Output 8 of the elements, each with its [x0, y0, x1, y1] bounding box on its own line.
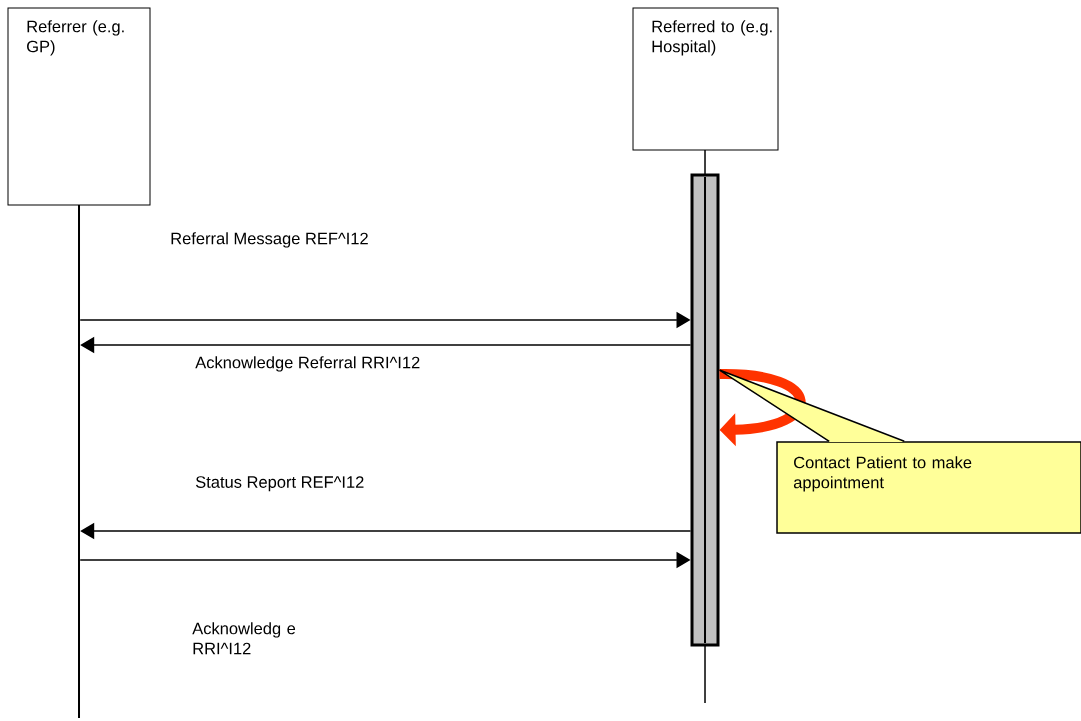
curved-arrow: [719, 369, 806, 447]
edge-label: Acknowledg e RRI^I12: [192, 622, 296, 655]
participant-box: Referrer (e.g. GP): [7, 7, 151, 206]
edge-label: Referral Message REF^I12: [171, 232, 368, 248]
activation-bar: [690, 173, 720, 647]
edge-label: Status Report REF^I12: [195, 476, 364, 492]
edge-label: Acknowledge Referral RRI^I12: [195, 356, 420, 372]
participant-box: Referred to (e.g. Hospital): [632, 7, 779, 151]
